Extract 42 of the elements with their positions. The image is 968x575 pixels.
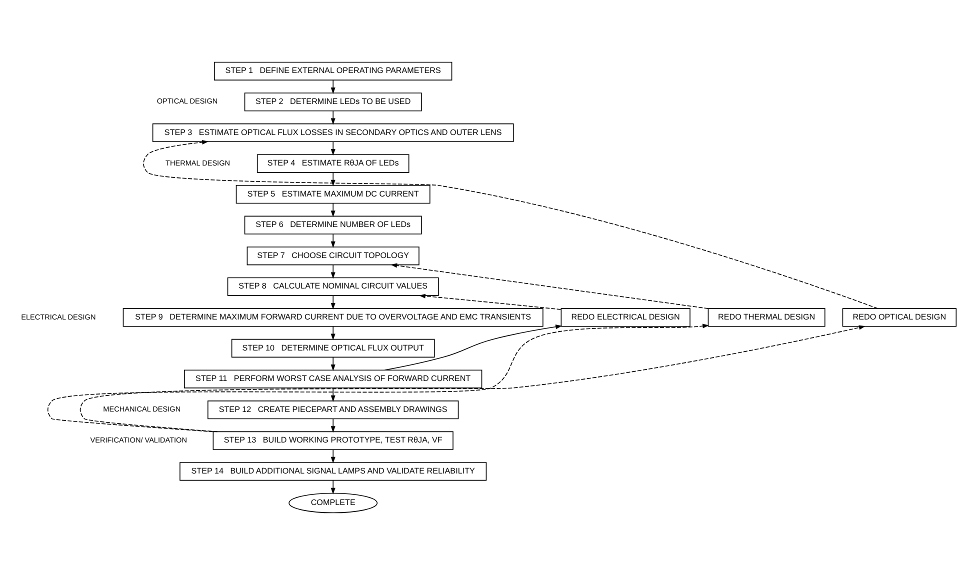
- node-box: STEP 10 DETERMINE OPTICAL FLUX OUTPUT: [231, 338, 435, 358]
- node-box: STEP 1 DEFINE EXTERNAL OPERATING PARAMETERS: [214, 62, 452, 80]
- label: VERIFICATION/ VALIDATION: [90, 435, 187, 444]
- arrow: [330, 110, 336, 125]
- arrow: [80, 325, 866, 432]
- node-box: STEP 12 CREATE PIECEPART AND ASSEMBLY DRAWINGS: [208, 400, 459, 420]
- arrow: [330, 356, 336, 372]
- arrow: [330, 234, 336, 248]
- arrow: [330, 480, 336, 494]
- node-box: STEP 5 ESTIMATE MAXIMUM DC CURRENT: [236, 185, 430, 204]
- arrow: [330, 203, 336, 218]
- node-ellipse: COMPLETE: [288, 492, 378, 514]
- arrow: [390, 263, 708, 309]
- label: THERMAL DESIGN: [166, 158, 230, 168]
- node-box: STEP 8 CALCULATE NOMINAL CIRCUIT VALUES: [227, 277, 439, 296]
- node-box: STEP 9 DETERMINE MAXIMUM FORWARD CURRENT DUE TO OVERVOLTAGE AND EMC TRANSIENTS: [122, 308, 544, 327]
- label: ELECTRICAL DESIGN: [21, 312, 96, 322]
- arrow: [330, 388, 336, 402]
- arrow: [330, 141, 336, 156]
- label: MECHANICAL DESIGN: [103, 404, 181, 414]
- arrow: [384, 324, 562, 370]
- node-box: REDO OPTICAL DESIGN: [842, 308, 957, 327]
- node-box: STEP 2 DETERMINE LEDs TO BE USED: [244, 92, 422, 112]
- arrow: [330, 326, 336, 340]
- node-box: STEP 13 BUILD WORKING PROTOTYPE, TEST RθJA, VF: [212, 431, 454, 450]
- label: OPTICAL DESIGN: [156, 96, 218, 106]
- arrow: [418, 294, 562, 310]
- node-box: STEP 6 DETERMINE NUMBER OF LEDs: [244, 216, 422, 234]
- node-box: STEP 3 ESTIMATE OPTICAL FLUX LOSSES IN SECONDARY OPTICS AND OUTER LENS: [152, 123, 514, 142]
- arrow: [330, 418, 336, 433]
- node-box: STEP 4 ESTIMATE RθJA OF LEDs: [256, 154, 410, 173]
- node-box: STEP 11 PERFORM WORST CASE ANALYSIS OF FORWARD CURRENT: [184, 370, 482, 388]
- arrow: [330, 80, 336, 94]
- arrow: [330, 295, 336, 310]
- arrow: [330, 449, 336, 464]
- arrow: [143, 140, 878, 309]
- node-box: STEP 14 BUILD ADDITIONAL SIGNAL LAMPS AND VALIDATE RELIABILITY: [180, 462, 487, 481]
- node-box: REDO ELECTRICAL DESIGN: [560, 308, 690, 327]
- node-box: REDO THERMAL DESIGN: [708, 308, 826, 327]
- node-box: STEP 7 CHOOSE CIRCUIT TOPOLOGY: [246, 246, 420, 266]
- arrow: [47, 324, 710, 432]
- arrow: [330, 264, 336, 279]
